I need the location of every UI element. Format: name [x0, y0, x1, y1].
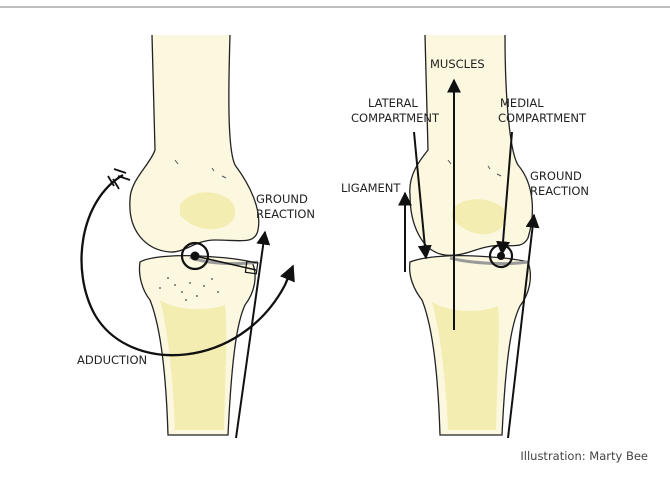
- label-medial-compartment: MEDIAL COMPARTMENT: [498, 96, 587, 125]
- left-knee: GROUND REACTION ADDUCTION: [77, 35, 315, 438]
- right-knee: MUSCLES LATERAL COMPARTMENT MEDIAL COMPA…: [341, 35, 589, 438]
- adduction-fletching-icon: [108, 169, 130, 189]
- label-adduction: ADDUCTION: [77, 353, 147, 367]
- label-ground-reaction-right: GROUND REACTION: [530, 169, 589, 198]
- label-muscles: MUSCLES: [430, 57, 485, 71]
- label-ligament: LIGAMENT: [341, 181, 401, 195]
- illustration-credit: Illustration: Marty Bee: [520, 449, 648, 463]
- label-ground-reaction-left: GROUND REACTION: [256, 192, 315, 221]
